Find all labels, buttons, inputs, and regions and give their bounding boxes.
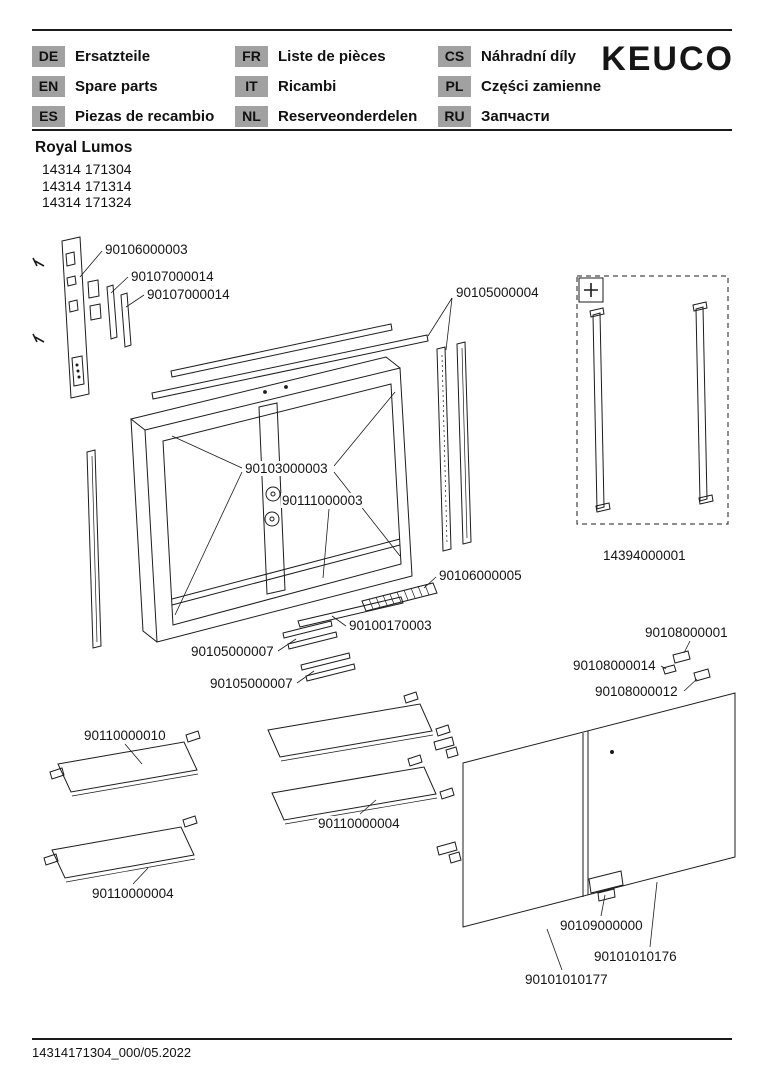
- part-label-90108000014: 90108000014: [572, 658, 657, 673]
- language-cs: CS Náhradní díly: [438, 45, 641, 67]
- language-it: IT Ricambi: [235, 75, 438, 97]
- language-label: Reserveonderdelen: [278, 107, 418, 125]
- part-label-90105000007-a: 90105000007: [190, 644, 275, 659]
- bottom-profile-strip: [297, 596, 404, 628]
- product-title: Royal Lumos: [35, 139, 133, 156]
- part-label-90110000004-a: 90110000004: [317, 816, 401, 831]
- part-label-90100170003: 90100170003: [348, 618, 433, 633]
- part-label-90110000004-b: 90110000004: [91, 886, 175, 901]
- model-number: 14314 171314: [42, 177, 132, 194]
- language-label: Liste de pièces: [278, 47, 386, 65]
- language-label: Запчасти: [481, 107, 550, 125]
- language-legend: DE Ersatzteile EN Spare parts ES Piezas …: [32, 45, 641, 127]
- language-fr: FR Liste de pièces: [235, 45, 438, 67]
- left-glass-shelves: [43, 730, 201, 883]
- leader-lines: [79, 250, 698, 971]
- shelf-holder-strips: [282, 620, 356, 682]
- door-hinge-clips-right: [662, 650, 711, 682]
- accessory-handle-kit-box: [576, 275, 729, 525]
- part-label-90110000010: 90110000010: [83, 728, 167, 743]
- footer-rule: [32, 1038, 732, 1040]
- language-es: ES Piezas de recambio: [32, 105, 235, 127]
- part-label-14394000001: 14394000001: [602, 548, 687, 563]
- language-label: Spare parts: [75, 77, 158, 95]
- model-number-list: 14314 171304 14314 171314 14314 171324: [42, 161, 132, 211]
- language-en: EN Spare parts: [32, 75, 235, 97]
- language-code-badge: PL: [438, 75, 471, 97]
- language-ru: RU Запчасти: [438, 105, 641, 127]
- language-label: Piezas de recambio: [75, 107, 215, 125]
- right-side-profiles: [436, 341, 472, 552]
- hinge-column-part: [32, 236, 102, 399]
- model-number: 14314 171324: [42, 194, 132, 210]
- language-column-1: DE Ersatzteile EN Spare parts ES Piezas …: [32, 45, 235, 127]
- top-rule: [32, 29, 732, 31]
- language-label: Náhradní díly: [481, 47, 577, 65]
- language-de: DE Ersatzteile: [32, 45, 235, 67]
- language-pl: PL Części zamienne: [438, 75, 641, 97]
- part-label-90111000003: 90111000003: [281, 493, 364, 508]
- keuco-logo: KEUCO: [601, 40, 734, 78]
- part-label-90101010177: 90101010177: [524, 972, 609, 987]
- language-code-badge: NL: [235, 105, 268, 127]
- middle-glass-shelves: [267, 691, 455, 825]
- language-code-badge: FR: [235, 45, 268, 67]
- model-number: 14314 171304: [42, 161, 132, 177]
- part-label-90103000003: 90103000003: [244, 461, 329, 476]
- top-light-profiles: [151, 323, 429, 400]
- part-label-90105000004: 90105000004: [455, 285, 540, 300]
- part-label-90109000000: 90109000000: [559, 918, 644, 933]
- part-label-90106000003: 90106000003: [104, 242, 189, 257]
- hinge-strip-parts: [106, 284, 132, 348]
- plus-icon: [584, 283, 598, 297]
- left-side-profile: [86, 449, 102, 649]
- part-label-90108000012: 90108000012: [594, 684, 679, 699]
- part-label-90107000014-a: 90107000014: [130, 269, 215, 284]
- language-code-badge: ES: [32, 105, 65, 127]
- door-mount-clips-left: [433, 736, 462, 864]
- part-label-90105000007-b: 90105000007: [209, 676, 294, 691]
- language-label: Części zamienne: [481, 77, 602, 95]
- mirror-doors: [462, 692, 736, 928]
- part-label-90106000005: 90106000005: [438, 568, 523, 583]
- language-column-2: FR Liste de pièces IT Ricambi NL Reserve…: [235, 45, 438, 127]
- part-label-90107000014-b: 90107000014: [146, 287, 231, 302]
- language-label: Ersatzteile: [75, 47, 151, 65]
- language-code-badge: DE: [32, 45, 65, 67]
- language-label: Ricambi: [278, 77, 337, 95]
- language-code-badge: IT: [235, 75, 268, 97]
- language-column-3: CS Náhradní díly PL Części zamienne RU З…: [438, 45, 641, 127]
- document-code: 14314171304_000/05.2022: [32, 1045, 192, 1060]
- language-nl: NL Reserveonderdelen: [235, 105, 438, 127]
- header-divider-rule: [32, 129, 732, 131]
- part-label-90108000001: 90108000001: [644, 625, 729, 640]
- cabinet-body: [129, 356, 413, 643]
- language-code-badge: RU: [438, 105, 471, 127]
- language-code-badge: CS: [438, 45, 471, 67]
- language-code-badge: EN: [32, 75, 65, 97]
- part-label-90101010176: 90101010176: [593, 949, 678, 964]
